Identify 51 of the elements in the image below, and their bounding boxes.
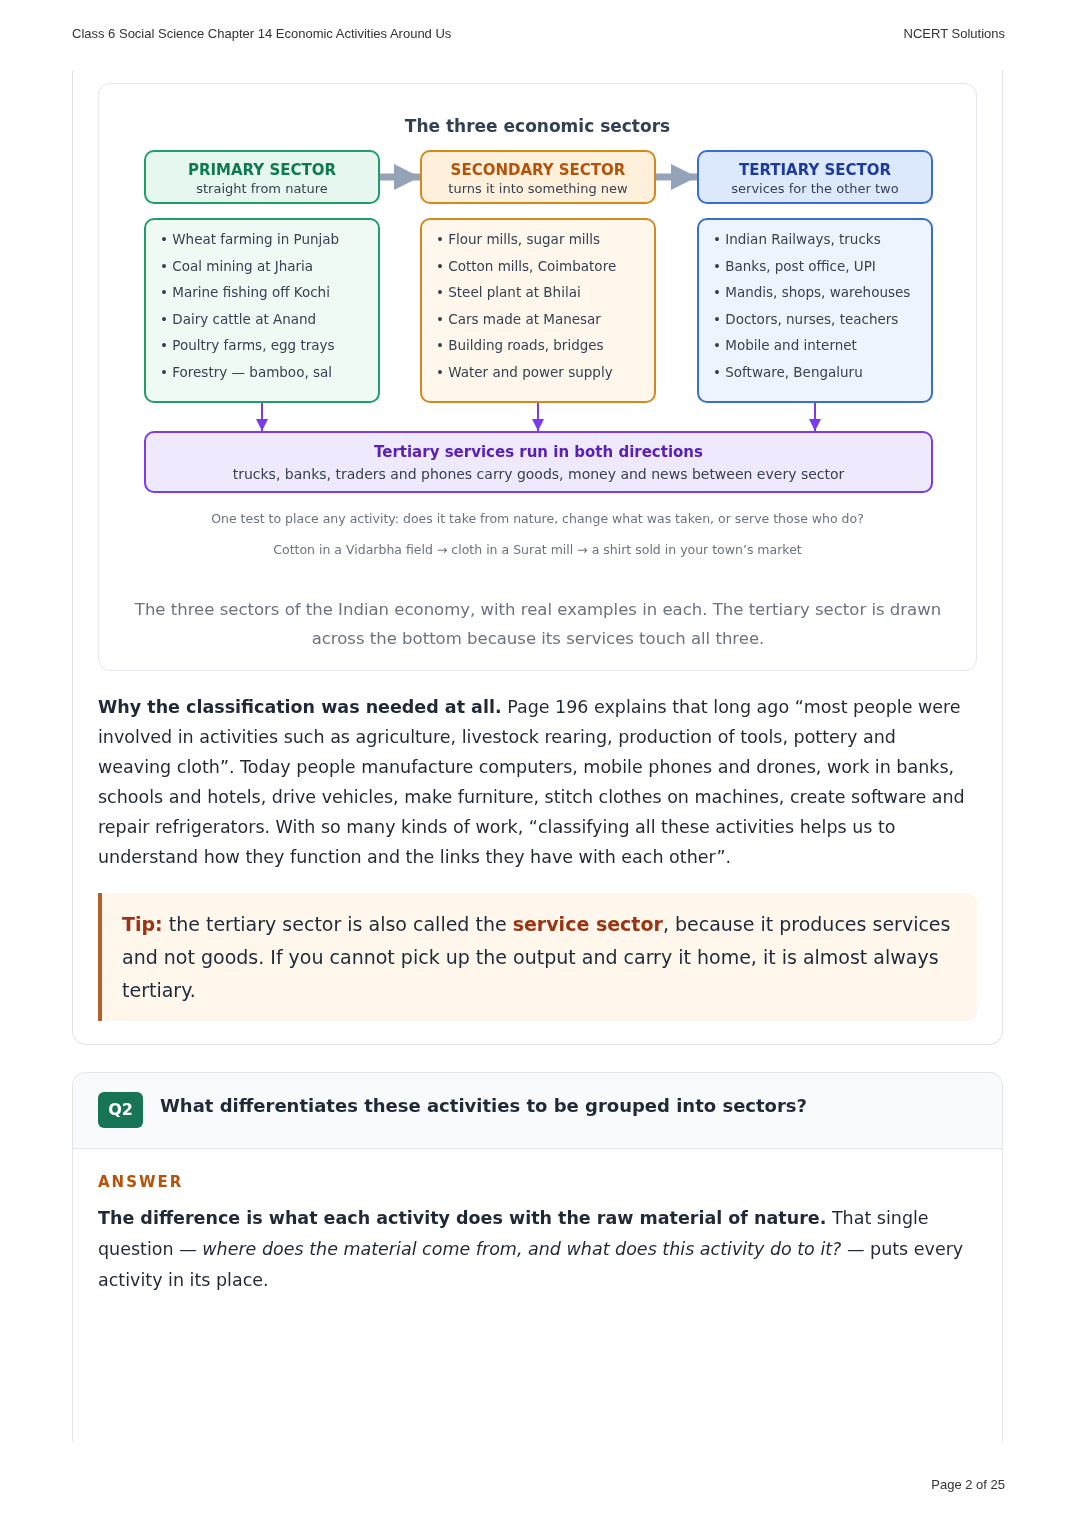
example-item: • Forestry — bamboo, sal — [160, 362, 333, 382]
sector-name: PRIMARY SECTOR — [186, 160, 338, 180]
example-item: • Marine fishing off Kochi — [160, 283, 330, 303]
example-item: • Cars made at Manesar — [436, 309, 601, 329]
example-item: • Banks, post office, UPI — [713, 256, 876, 276]
sector-header-box — [144, 150, 380, 204]
example-item: • Poultry farms, egg trays — [160, 336, 335, 356]
example-list-box — [697, 218, 933, 403]
page-number: Page 2 of 25 — [931, 1477, 1005, 1493]
summary-text: trucks, banks, traders and phones carry goods, money and news between every sector — [231, 465, 846, 484]
example-item: • Dairy cattle at Anand — [160, 309, 317, 329]
diagram-title: The three economic sectors — [404, 115, 671, 137]
summary-title: Tertiary services run in both directions — [373, 442, 704, 463]
figure-caption: The three sectors of the Indian economy, with real examples in each. The tertiary sector is drawn across the bottom because its services touch all three. — [133, 599, 943, 650]
sector-tagline: turns it into something new — [447, 180, 629, 198]
running-header: Class 6 Social Science Chapter 14 Economic Activities Around Us — [72, 26, 452, 42]
arrow — [380, 164, 420, 190]
body-paragraph: Why the classification was needed at all. Page 196 explains that long ago “most people were involved in activities such as agriculture, livestock rearing, production of tools, pottery and weaving cloth”. Today people manufacture computers, mobile phones and drones, work in banks, schools and hotels, drive vehicles, make furniture, stitch clothes on machines, create software and repair refrigerators. With so many kinds of work, “classifying all these activities helps us to understand how they function and the links they have with each other”. — [98, 696, 966, 869]
running-header: NCERT Solutions — [903, 26, 1005, 42]
sector-name: SECONDARY SECTOR — [449, 160, 627, 180]
sector-tagline: straight from nature — [195, 180, 329, 198]
sector-header-box — [697, 150, 933, 204]
arrow — [809, 402, 821, 432]
arrow — [532, 402, 544, 432]
note-text: One test to place any activity: does it take from nature, change what was taken, or serve those who do? — [211, 510, 864, 528]
example-item: • Indian Railways, trucks — [713, 230, 881, 249]
example-item: • Flour mills, sugar mills — [436, 230, 601, 249]
example-chain-text: Cotton in a Vidarbha field → cloth in a Surat mill → a shirt sold in your town’s market — [273, 541, 802, 559]
example-item: • Mandis, shops, warehouses — [713, 283, 911, 303]
sector-header-box — [420, 150, 656, 204]
example-item: • Coal mining at Jharia — [160, 256, 314, 276]
example-item: • Water and power supply — [436, 362, 613, 382]
answer-paragraph: The difference is what each activity does with the raw material of nature. That single question — where does the material come from, and what does this activity do to it? — puts every activity in its place. — [98, 1207, 965, 1292]
example-item: • Cotton mills, Coimbatore — [436, 256, 617, 276]
sector-name: TERTIARY SECTOR — [737, 160, 893, 180]
question-text: What differentiates these activities to be grouped into sectors? — [160, 1094, 807, 1118]
answer-heading: ANSWER — [98, 1172, 184, 1192]
tip-text: Tip: the tertiary sector is also called the service sector, because it produces services and not goods. If you cannot pick up the output and carry it home, it is almost always tertiary. — [122, 912, 952, 1003]
example-item: • Mobile and internet — [713, 336, 857, 356]
example-list-box — [144, 218, 380, 403]
example-item: • Steel plant at Bhilai — [436, 283, 581, 303]
example-item: • Doctors, nurses, teachers — [713, 309, 899, 329]
arrow — [656, 164, 697, 190]
sector-tagline: services for the other two — [730, 180, 900, 198]
summary-bar — [144, 431, 933, 493]
question-number-badge: Q2 — [98, 1092, 143, 1128]
example-item: • Software, Bengaluru — [713, 362, 863, 382]
example-item: • Wheat farming in Punjab — [160, 230, 340, 249]
example-item: • Building roads, bridges — [436, 336, 604, 356]
example-list-box — [420, 218, 656, 403]
arrow — [256, 402, 268, 432]
